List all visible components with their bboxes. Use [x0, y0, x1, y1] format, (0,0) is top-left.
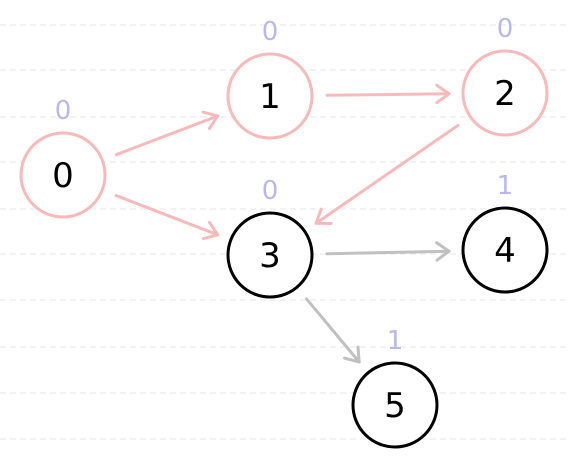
arrowhead-0-1	[201, 110, 220, 130]
distance-label-3: 0	[262, 176, 279, 206]
edge-0-3	[114, 194, 220, 241]
distance-label-4: 1	[497, 171, 514, 201]
node-circle-4	[461, 206, 549, 294]
edge-3-4	[325, 241, 451, 262]
node-circle-3	[226, 211, 314, 299]
node-circle-1	[226, 52, 314, 140]
distance-label-0: 0	[55, 96, 72, 126]
node-circle-0	[19, 131, 107, 219]
node-label-2: 2	[494, 74, 516, 114]
node-label-3: 3	[259, 236, 281, 276]
edge-3-5	[304, 297, 361, 364]
node-2[interactable]: 20	[461, 14, 549, 137]
node-circle-2	[461, 49, 549, 137]
arrowhead-2-3	[314, 207, 333, 225]
node-circle-5	[351, 361, 439, 449]
node-1[interactable]: 10	[226, 17, 314, 140]
distance-label-1: 0	[262, 17, 279, 47]
distance-label-5: 1	[387, 326, 404, 356]
node-4[interactable]: 41	[461, 171, 549, 294]
node-label-4: 4	[494, 231, 516, 271]
node-label-1: 1	[259, 77, 281, 117]
edge-1-2	[325, 83, 451, 105]
node-5[interactable]: 51	[351, 326, 439, 449]
arrowhead-1-2	[435, 83, 451, 105]
arrowhead-3-5	[343, 345, 361, 364]
node-3[interactable]: 30	[226, 176, 314, 299]
node-0[interactable]: 00	[19, 96, 107, 219]
arrowhead-0-3	[201, 220, 220, 241]
edge-2-3	[314, 123, 460, 225]
edge-0-1	[114, 110, 220, 157]
distance-label-2: 0	[497, 14, 514, 44]
arrowhead-3-4	[435, 241, 451, 262]
edges	[114, 83, 460, 364]
node-label-0: 0	[52, 156, 74, 196]
node-label-5: 5	[384, 386, 406, 426]
